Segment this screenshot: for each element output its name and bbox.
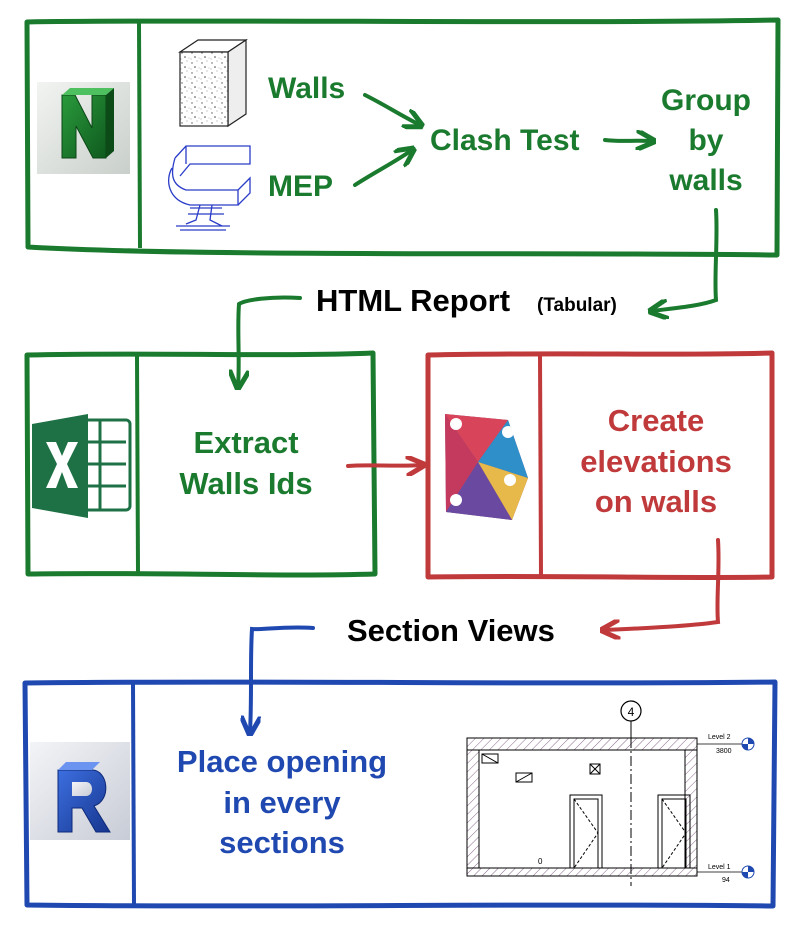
section-views-label: Section Views [347, 613, 555, 648]
door-elevation [569, 794, 691, 869]
arrow-clash-to-group [603, 140, 652, 141]
arrow-excel-to-dynamo [346, 465, 422, 466]
arrow-walls-to-clash [363, 93, 420, 125]
stage-dynamo-box [425, 350, 775, 581]
arrow-mep-to-clash [353, 150, 412, 187]
grid-bubble [620, 700, 642, 722]
place-line-1: Place opening [177, 744, 387, 779]
extract-line-2: Walls Ids [179, 466, 312, 501]
stage-revit-box [22, 679, 778, 909]
small-mark: 0 [538, 857, 543, 866]
stage-navisworks-box [24, 17, 781, 258]
revit-icon [30, 742, 130, 840]
group-by-walls-line-2: by [688, 124, 723, 157]
group-by-walls-label: Group by walls [661, 84, 751, 197]
arrow-report-to-excel [238, 295, 302, 386]
create-line-2: elevations [580, 444, 732, 479]
section-view-drawing: 4 0 Level 2 3800 [466, 700, 755, 886]
arrow-group-to-report [652, 208, 719, 311]
input-mep-label: MEP [268, 170, 333, 203]
input-walls-label: Walls [268, 72, 345, 105]
html-report-title: HTML Report [316, 283, 510, 318]
arrow-dynamo-to-sections [604, 538, 721, 630]
html-report-label: HTML Report (Tabular) [316, 283, 617, 318]
place-line-2: in every [223, 785, 341, 820]
create-line-3: on walls [595, 484, 717, 519]
excel-icon [32, 414, 132, 518]
navisworks-icon [37, 82, 130, 174]
level-top-value: 3800 [716, 748, 732, 755]
level-bottom-value: 94 [722, 877, 730, 884]
extract-line-1: Extract [193, 425, 298, 460]
stage-excel-box [24, 350, 378, 578]
dynamo-icon [445, 414, 528, 520]
group-by-walls-line-3: walls [668, 164, 742, 197]
group-by-walls-line-1: Group [661, 84, 751, 117]
grid-bubble-label: 4 [628, 705, 635, 719]
create-elevations-label: Create elevations on walls [580, 403, 732, 519]
arrow-sections-to-revit [250, 625, 315, 732]
opening-marker [481, 753, 601, 783]
create-line-1: Create [608, 403, 705, 438]
clash-test-label: Clash Test [430, 124, 580, 157]
extract-walls-ids-label: Extract Walls Ids [179, 425, 312, 501]
level-top-name: Level 2 [708, 734, 731, 741]
mep-duct-icon [168, 145, 251, 231]
level-bottom-marker [741, 865, 755, 879]
level-top-marker [741, 737, 755, 751]
html-report-qualifier: (Tabular) [537, 295, 617, 316]
place-line-3: sections [219, 825, 345, 860]
wall-element-icon [178, 38, 248, 128]
level-bottom-name: Level 1 [708, 864, 731, 871]
place-opening-label: Place opening in every sections [177, 744, 387, 860]
